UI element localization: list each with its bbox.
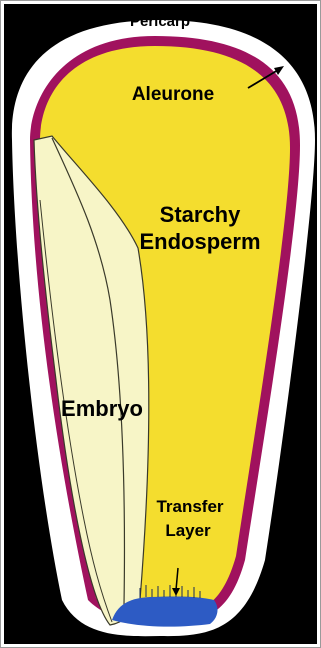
label-pericarp: Pericarp bbox=[130, 13, 190, 30]
label-transfer: Transfer bbox=[156, 497, 223, 516]
label-layer: Layer bbox=[165, 521, 211, 540]
label-starchy: Starchy bbox=[160, 202, 241, 227]
label-aleurone: Aleurone bbox=[132, 84, 214, 105]
label-endosperm: Endosperm bbox=[139, 229, 260, 254]
label-embryo: Embryo bbox=[61, 396, 143, 421]
